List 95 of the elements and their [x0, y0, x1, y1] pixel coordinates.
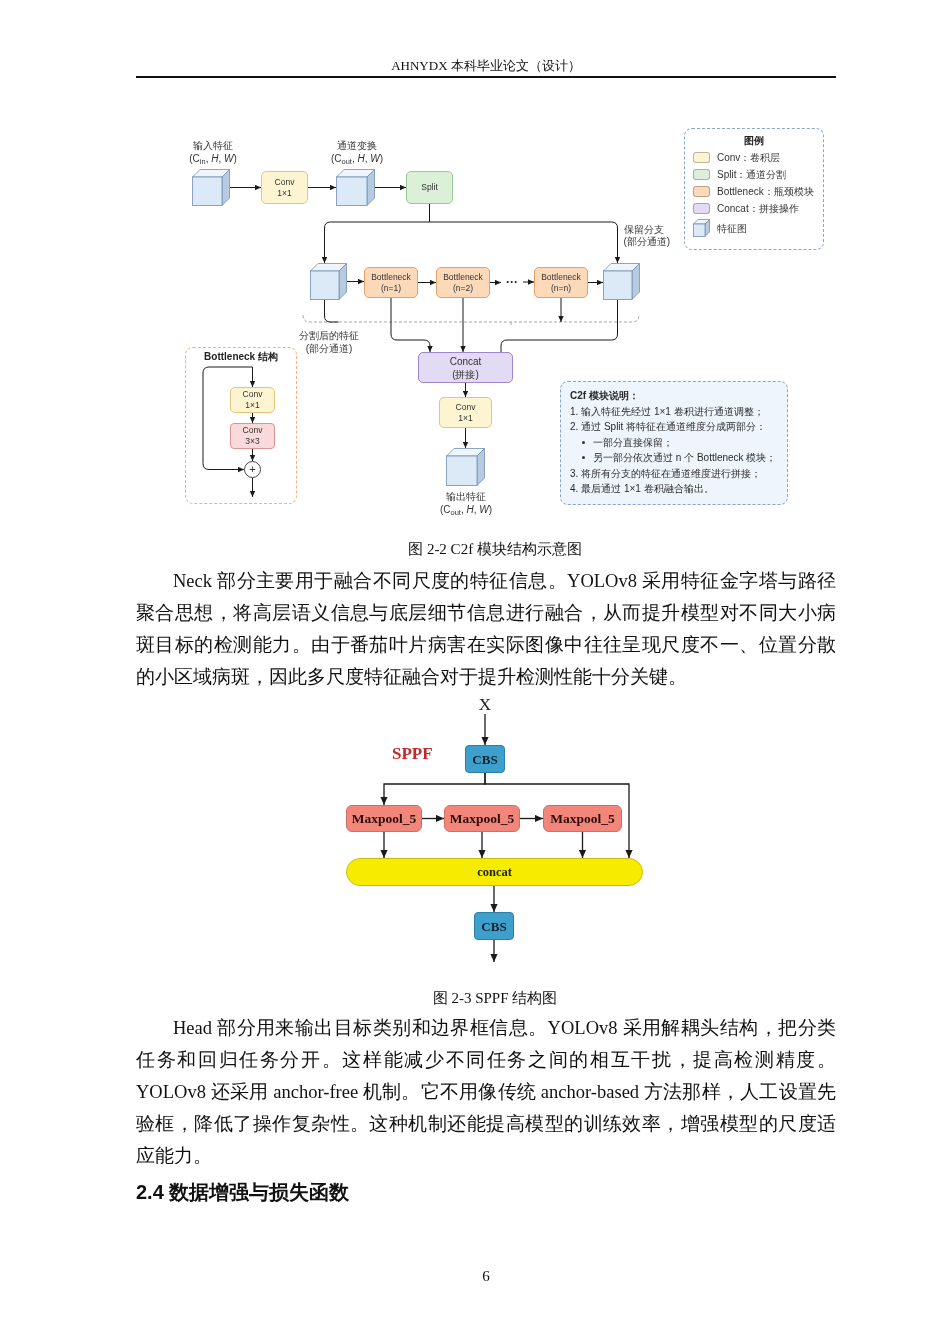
arrow: [374, 184, 407, 191]
figure-caption: 图 2-2 C2f 模块结构示意图: [407, 540, 583, 559]
arrow: [390, 297, 433, 353]
feature-caption: 分割后的特征 (部分通道): [298, 329, 360, 355]
arrow: [484, 772, 633, 859]
split-block: [406, 171, 453, 204]
feature-map-cube: [192, 169, 230, 206]
block-label: Split: [421, 182, 438, 193]
arrow: [478, 831, 486, 859]
bottleneck-block: [436, 267, 490, 298]
panel-title: Bottleneck 结构: [204, 350, 278, 363]
feature-map-cube: [603, 263, 640, 300]
arrow: [490, 885, 498, 913]
page-number: 6: [481, 1267, 491, 1286]
arrow: [462, 427, 469, 449]
legend-title: 图例: [743, 134, 765, 147]
bottleneck-structure-panel: [185, 347, 297, 504]
arrow: [587, 279, 604, 286]
block-label: Conv 1×1: [274, 176, 295, 199]
arrow: [249, 412, 256, 424]
feature-map-cube: [446, 448, 485, 486]
conv-block: [261, 171, 308, 204]
legend-label: Concat：拼接操作: [717, 202, 799, 215]
block-label: CBS: [481, 918, 507, 934]
arrow: [249, 448, 256, 462]
feature-caption: 输出特征 (C$_{out}$, H, W): [438, 490, 494, 516]
maxpool-block: [444, 805, 520, 832]
arrow: [229, 184, 262, 191]
arrow: [489, 279, 502, 286]
block-label: Conv 1×1: [242, 389, 263, 411]
section-heading: 2.4 数据增强与损失函数: [136, 1180, 350, 1205]
conv-block: [230, 423, 275, 449]
connector-line: [500, 299, 618, 353]
notes-panel: [560, 381, 788, 505]
note-item: 另一部分依次通过 n 个 Bottleneck 模块；: [593, 451, 777, 465]
cbs-block: [474, 912, 514, 940]
concat-block: [418, 352, 513, 383]
block-label: Maxpool_5: [550, 811, 615, 826]
notes-title: C2f 模块说明：: [570, 389, 639, 403]
figure-caption: 图 2-3 SPPF 结构图: [431, 989, 559, 1008]
arrow: [307, 184, 337, 191]
arrow: [481, 713, 489, 746]
block-label: Conv 3×3: [242, 425, 263, 447]
note-item: 一部分直接保留；: [593, 435, 673, 449]
legend-label: 特征图: [717, 221, 747, 235]
arrow: [346, 278, 365, 285]
block-label: Bottleneck (n=2): [443, 271, 483, 294]
block-label: Maxpool_5: [351, 811, 417, 826]
concat-bar: [346, 858, 643, 886]
arrow: [558, 297, 564, 323]
cbs-block: [465, 745, 505, 773]
block-label: Maxpool_5: [449, 811, 515, 826]
bottleneck-block: [364, 267, 418, 298]
arrow: [522, 279, 535, 285]
conv-block: [230, 387, 275, 413]
arrow: [249, 477, 256, 498]
maxpool-block: [346, 805, 422, 832]
body-paragraph: Neck 部分主要用于融合不同尺度的特征信息。YOLOv8 采用特征金字塔与路径聚合思想，将高层语义信息与底层细节信息进行融合，从而提升模型对不同大小病斑目标的检测能力。由于番茄叶片病害在实际图像中往往呈现尺度不一、位置分散的小区域病斑，因此多尺度特征融合对于提升检测性能十分关键。: [136, 570, 836, 689]
arrow: [380, 831, 388, 859]
arrow: [460, 297, 466, 353]
block-label: concat: [477, 864, 512, 880]
note-item: 2. 通过 Split 将特征在通道维度分成两部分：: [570, 420, 767, 434]
feature-map-cube: [336, 169, 375, 206]
block-label: CBS: [472, 751, 498, 767]
note-item: 4. 最后通过 1×1 卷积融合输出。: [570, 482, 714, 496]
legend-label: Bottleneck：瓶颈模块: [717, 185, 814, 198]
legend-label: Split：通道分割: [717, 168, 787, 181]
feature-map-cube: [310, 263, 347, 300]
page-header: AHNYDX 本科毕业论文（设计）: [390, 57, 582, 75]
arrow: [578, 831, 587, 859]
block-label: Concat (拼接): [449, 354, 482, 381]
note-item: 3. 将所有分支的特征在通道维度进行拼接；: [570, 466, 762, 480]
arrow: [249, 366, 256, 388]
body-paragraph: Head 部分用来输出目标类别和边界框信息。YOLOv8 采用解耦头结构，把分类任务和回归任务分开。这样能减少不同任务之间的相互干扰，提高检测精度。YOLOv8 还采用 anchor-free 机制。它不用像传统 anchor-based 方法那样，人工设置先验框，降低了操作复杂性。这种机制还能提高模型的训练效率，增强模型的尺度适应能力。: [136, 1017, 836, 1168]
arrow: [421, 814, 445, 823]
connector-line: [324, 299, 339, 323]
arrow: [490, 939, 498, 963]
feature-caption: 输入特征 (C$_{in}$, H, W): [188, 139, 238, 165]
arrow: [417, 279, 437, 286]
block-label: Bottleneck (n=n): [541, 271, 581, 294]
conv-block: [439, 397, 492, 428]
ellipsis-label: ···: [501, 274, 523, 290]
block-label: Bottleneck (n=1): [371, 271, 411, 294]
legend-label: Conv：卷积层: [717, 151, 781, 164]
input-label: X: [477, 695, 493, 714]
arrow: [462, 382, 469, 398]
plus-sign: +: [249, 464, 256, 475]
bottleneck-block: [534, 267, 588, 298]
arrow: [519, 814, 544, 823]
feature-caption: 通道变换 (C$_{out}$, H, W): [329, 139, 385, 165]
note-item: 1. 输入特征先经过 1×1 卷积进行通道调整；: [570, 404, 764, 418]
arrow: [202, 366, 253, 473]
diagram-label: SPPF: [392, 744, 433, 764]
maxpool-block: [543, 805, 622, 832]
block-label: Conv 1×1: [455, 401, 476, 424]
